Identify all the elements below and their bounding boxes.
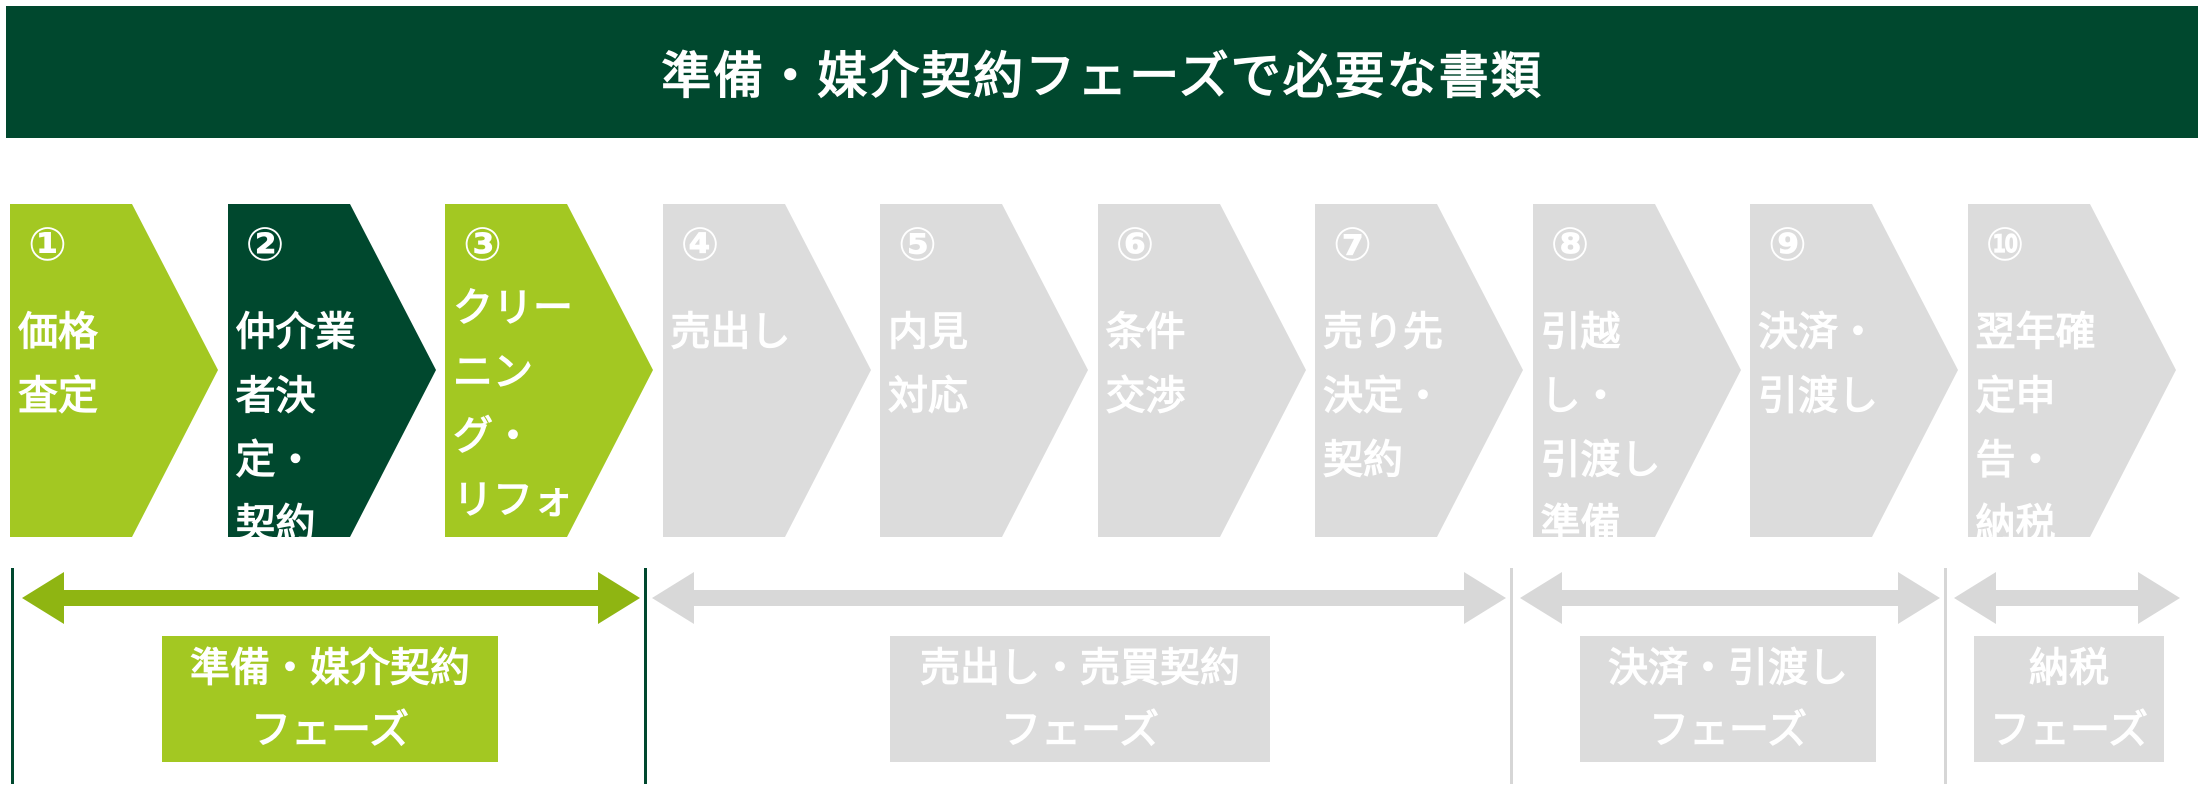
page-title: 準備・媒介契約フェーズで必要な書類 [661, 47, 1543, 105]
phase-divider [11, 568, 14, 784]
phase-label: 納税 フェーズ [1990, 645, 2148, 753]
phase-span-arrow [1954, 572, 2180, 624]
phase-label-box: 納税 フェーズ [1974, 636, 2164, 762]
step-label: 価格 査定 [18, 309, 98, 419]
step-7: ⑦ 売り先 決定・ 契約 [1315, 204, 1523, 537]
step-label: 売り先 決定・ 契約 [1323, 309, 1443, 483]
phase-label: 準備・媒介契約 フェーズ [190, 645, 470, 753]
phase-divider-end [644, 568, 647, 784]
step-4: ④ 売出し [662, 204, 871, 537]
phase-label-box: 決済・引渡し フェーズ [1580, 636, 1876, 762]
step-number: ⑩ [1985, 217, 2025, 271]
phase-span-arrow [22, 572, 640, 624]
step-chevron-shape [10, 204, 218, 537]
phase-divider [1944, 568, 1947, 784]
step-label: 条件 交渉 [1105, 309, 1186, 419]
step-label: 仲介業 者決定・ 契約 [235, 309, 356, 547]
step-number: ⑦ [1333, 217, 1372, 271]
step-8: ⑧ 引越し・ 引渡し 準備 [1532, 204, 1741, 547]
step-9: ⑨ 決済・ 引渡し [1750, 204, 1958, 537]
step-number: ⑥ [1115, 217, 1155, 271]
phase-divider [1510, 568, 1513, 784]
step-label: 売出し [670, 309, 791, 355]
step-6: ⑥ 条件 交渉 [1097, 204, 1306, 537]
step-chevron-shape [662, 204, 871, 537]
step-number: ⑧ [1550, 217, 1590, 271]
step-chevron-shape [1532, 204, 1741, 537]
step-10: ⑩ 翌年確 定申告・ 納税 [1967, 204, 2176, 547]
step-label: 引越し・ 引渡し 準備 [1540, 309, 1661, 547]
phase-span-arrow [1520, 572, 1940, 624]
step-chevron-shape [1097, 204, 1306, 537]
phase-label: 売出し・売買契約 フェーズ [920, 645, 1240, 753]
step-chevron-shape [880, 204, 1088, 537]
step-2: ② 仲介業 者決定・ 契約 [227, 204, 436, 547]
step-label: 決済・ 引渡し [1758, 309, 1878, 419]
step-1: ① 価格 査定 [10, 204, 218, 537]
step-label: 内見 対応 [888, 309, 968, 419]
step-chevron-shape [1315, 204, 1523, 537]
phase-span-arrow [652, 572, 1506, 624]
step-number: ① [28, 217, 67, 271]
header-banner: 準備・媒介契約フェーズで必要な書類 [6, 6, 2198, 138]
step-number: ⑨ [1768, 217, 1807, 271]
step-label: 翌年確 定申告・ 納税 [1975, 309, 2096, 547]
phase-label-box: 売出し・売買契約 フェーズ [890, 636, 1270, 762]
step-label: クリー ニング・ リフォー ム [453, 285, 573, 651]
step-chevron-shape [1967, 204, 2176, 537]
step-chevron-shape [445, 204, 653, 537]
step-number: ③ [463, 217, 502, 271]
step-number: ⑤ [898, 217, 937, 271]
phase-label: 決済・引渡し フェーズ [1608, 645, 1848, 753]
step-chevron-shape [227, 204, 436, 537]
step-5: ⑤ 内見 対応 [880, 204, 1088, 537]
step-number: ④ [680, 217, 720, 271]
step-chevron-shape [1750, 204, 1958, 537]
phase-label-box: 準備・媒介契約 フェーズ [162, 636, 498, 762]
step-number: ② [245, 217, 285, 271]
step-3: ③ クリー ニング・ リフォー ム [445, 204, 653, 651]
